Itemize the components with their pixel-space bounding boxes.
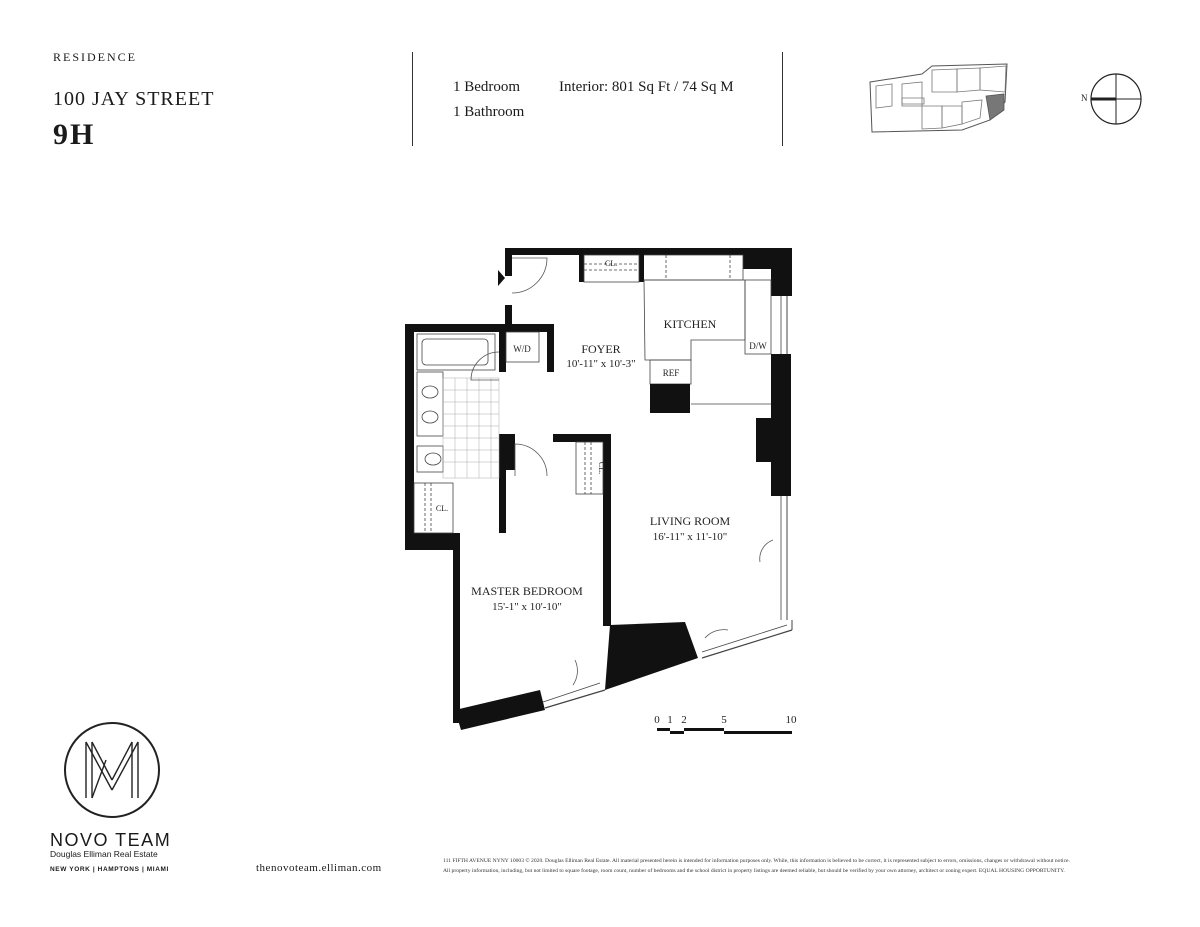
closet-top-label: CL. xyxy=(605,259,617,268)
scale-tick-label: 5 xyxy=(721,714,727,726)
compass-icon xyxy=(1090,73,1142,125)
website-link[interactable]: thenovoteam.elliman.com xyxy=(256,862,382,874)
foyer-name: FOYER xyxy=(581,342,620,356)
foyer-dims: 10'-11" x 10'-3" xyxy=(566,358,635,370)
bathroom-count: 1 Bathroom xyxy=(453,104,525,120)
closet-side-label: CL. xyxy=(436,504,448,513)
door-swings xyxy=(470,257,774,686)
unit-number: 9H xyxy=(53,118,96,151)
disclaimer: 111 FIFTH AVENUE NYNY 10003 © 2020. Doug… xyxy=(443,856,1148,876)
dishwasher-label: D/W xyxy=(749,341,767,351)
refrigerator-label: REF xyxy=(663,368,680,378)
compass-north-label: N xyxy=(1081,93,1088,103)
washer-dryer-label: W/D xyxy=(513,344,531,354)
header-divider-left xyxy=(412,52,413,146)
brand-locations: NEW YORK | HAMPTONS | MIAMI xyxy=(50,866,169,873)
novo-team-logo xyxy=(64,722,160,818)
address-title: 100 JAY STREET xyxy=(53,88,215,110)
kitchen-name: KITCHEN xyxy=(664,317,717,331)
entry-arrow-icon xyxy=(498,270,505,286)
residence-label: RESIDENCE xyxy=(53,50,137,64)
floor-plan: FOYER 10'-11" x 10'-3" KITCHEN LIVING RO… xyxy=(405,248,793,730)
scale-tick-label: 10 xyxy=(786,714,798,726)
scale-tick-label: 0 xyxy=(654,714,660,726)
fixtures xyxy=(413,254,772,534)
disclaimer-line-2: All property information, including, but… xyxy=(443,868,1065,874)
key-plan-highlight xyxy=(985,93,1005,121)
scale-bar: 0 1 2 5 10 xyxy=(654,714,798,734)
living-room-name: LIVING ROOM xyxy=(650,514,731,528)
walls xyxy=(405,248,793,730)
header-divider-right xyxy=(782,52,783,146)
bath-tile-floor xyxy=(442,377,500,479)
brand-subtitle: Douglas Elliman Real Estate xyxy=(50,849,158,859)
bedroom-count: 1 Bedroom xyxy=(453,79,521,95)
refrigerator xyxy=(650,384,690,413)
bedroom-name: MASTER BEDROOM xyxy=(471,584,583,598)
key-plan-diagram xyxy=(869,63,1008,133)
closet-bedroom-label: CL. xyxy=(597,462,606,474)
scale-tick-label: 2 xyxy=(681,714,687,726)
brand-name: NOVO TEAM xyxy=(50,830,172,850)
disclaimer-line-1: 111 FIFTH AVENUE NYNY 10003 © 2020. Doug… xyxy=(443,858,1070,864)
scale-tick-label: 1 xyxy=(667,714,673,726)
bedroom-dims: 15'-1" x 10'-10" xyxy=(492,601,562,613)
living-room-dims: 16'-11" x 11'-10" xyxy=(653,531,727,543)
interior-area: Interior: 801 Sq Ft / 74 Sq M xyxy=(559,79,734,95)
